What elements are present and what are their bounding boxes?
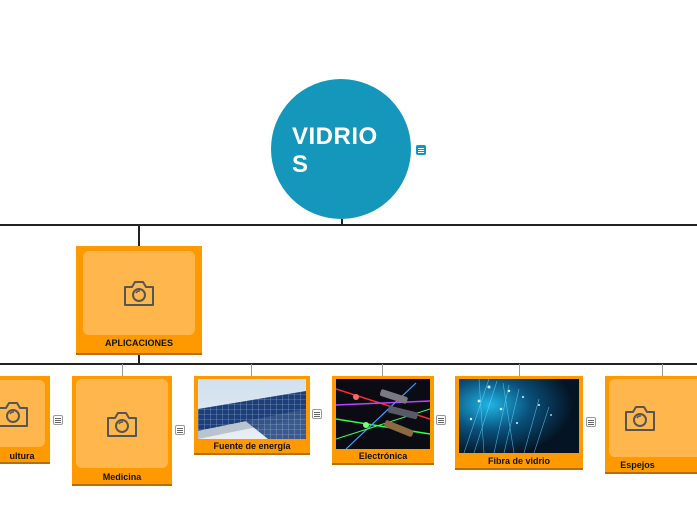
branch-connector xyxy=(138,225,140,247)
children-line xyxy=(0,363,697,365)
camera-icon xyxy=(107,411,137,437)
note-icon[interactable] xyxy=(586,417,596,427)
root-topic[interactable]: VIDRIOS xyxy=(271,79,411,219)
child-label: Fuente de energía xyxy=(213,441,291,451)
child-node-agricultura[interactable]: ultura xyxy=(0,376,50,464)
child-connector xyxy=(122,364,123,376)
child-label: ultura xyxy=(9,451,35,461)
solar-panels-image xyxy=(198,379,306,439)
child-node-fibra-de-vidrio[interactable]: Fibra de vidrio xyxy=(455,376,583,470)
child-connector xyxy=(662,364,663,376)
camera-icon xyxy=(624,406,655,431)
camera-icon xyxy=(0,401,28,427)
branch-label: APLICACIONES xyxy=(104,338,173,348)
note-icon[interactable] xyxy=(175,425,185,435)
child-node-espejos[interactable]: Espejos xyxy=(605,376,697,474)
child-label: Medicina xyxy=(102,472,142,482)
child-connector xyxy=(382,364,383,377)
branch-node-aplicaciones[interactable]: APLICACIONES xyxy=(76,246,202,355)
child-label: Electrónica xyxy=(358,451,408,461)
child-node-electronica[interactable]: Electrónica xyxy=(332,376,434,465)
note-icon[interactable] xyxy=(416,145,426,155)
child-node-fuente-de-energia[interactable]: Fuente de energía xyxy=(194,376,310,455)
image-placeholder xyxy=(76,379,168,468)
child-connector xyxy=(519,364,520,377)
note-icon[interactable] xyxy=(53,415,63,425)
child-label: Fibra de vidrio xyxy=(487,456,550,466)
camera-icon xyxy=(124,281,154,306)
note-icon[interactable] xyxy=(436,415,446,425)
child-connector xyxy=(251,364,252,377)
note-icon[interactable] xyxy=(312,409,322,419)
children-connector xyxy=(138,354,140,364)
fiber-optic-image xyxy=(459,379,579,453)
image-placeholder xyxy=(609,379,697,457)
image-placeholder xyxy=(83,251,195,335)
lasers-image xyxy=(336,379,430,449)
main-branch-line xyxy=(0,224,697,226)
root-connector xyxy=(341,219,343,226)
child-label: Espejos xyxy=(620,460,655,470)
child-node-medicina[interactable]: Medicina xyxy=(72,376,172,486)
root-title: VIDRIOS xyxy=(292,123,378,178)
image-placeholder xyxy=(0,380,45,447)
